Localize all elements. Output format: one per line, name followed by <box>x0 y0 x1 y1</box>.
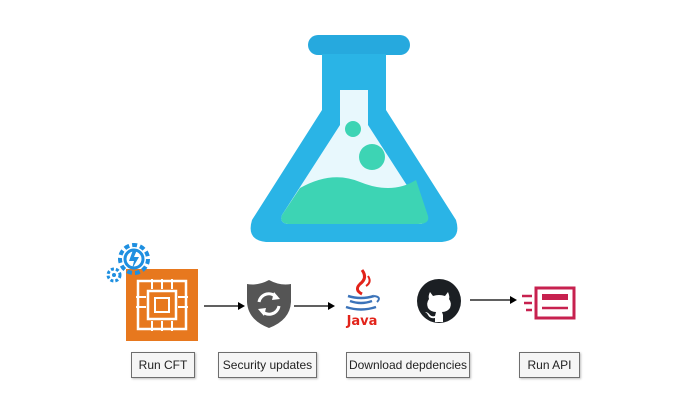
github-icon <box>416 278 462 324</box>
shield-refresh-icon <box>244 278 294 330</box>
ec2-instance-icon <box>104 235 204 345</box>
java-icon: Java <box>338 268 384 334</box>
api-icon <box>520 284 578 324</box>
arrow-connector <box>204 300 246 312</box>
flask-icon <box>242 30 467 250</box>
arrow-connector <box>294 300 336 312</box>
run-cft-label: Run CFT <box>131 352 195 378</box>
java-wordmark: Java <box>346 314 378 329</box>
run-api-label: Run API <box>519 352 580 378</box>
security-updates-label: Security updates <box>218 352 317 378</box>
download-dependencies-label: Download depdencies <box>346 352 470 378</box>
arrow-connector <box>470 294 518 306</box>
